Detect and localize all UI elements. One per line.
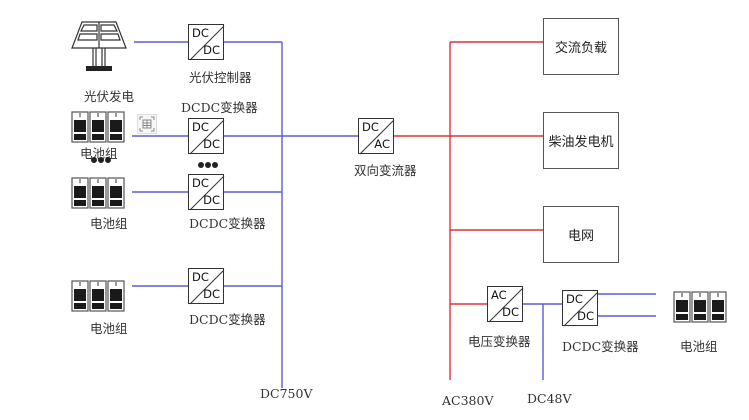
dc750-bus-label: DC750V xyxy=(260,386,313,401)
dcdc4-converter[interactable]: DC DC xyxy=(562,290,599,327)
ac-load-box[interactable]: 交流负载 xyxy=(543,18,619,75)
table-icon[interactable] xyxy=(137,114,157,134)
converter-output-label: DC xyxy=(203,42,220,57)
converter-input-label: DC xyxy=(192,176,209,190)
battery-cell xyxy=(71,177,89,209)
converter-output-label: DC xyxy=(577,308,594,323)
ellipsis-dots-icon xyxy=(198,162,218,168)
converter-input-label: DC xyxy=(362,120,379,134)
battery-cell xyxy=(107,111,125,143)
converter-output-label: DC xyxy=(203,136,220,151)
converter-output-label: DC xyxy=(203,192,220,207)
battery-label-2: 电池组 xyxy=(90,216,128,231)
battery-cell xyxy=(89,111,107,143)
battery-cell xyxy=(709,291,727,323)
converter-input-label: DC xyxy=(566,292,583,306)
converter-input-label: DC xyxy=(192,120,209,134)
pv-label: 光伏发电 xyxy=(84,89,135,104)
battery-bank-icon xyxy=(673,291,729,327)
bidirectional-converter[interactable]: DC AC xyxy=(358,118,395,155)
ac-load-label: 交流负载 xyxy=(554,41,607,56)
battery-label-3: 电池组 xyxy=(90,321,128,336)
battery-cell xyxy=(107,280,125,312)
converter-input-label: DC xyxy=(192,26,209,40)
converter-output-label: DC xyxy=(502,304,519,319)
dcdc2-label: DCDC变换器 xyxy=(189,216,266,231)
grid-label: 电网 xyxy=(567,229,594,244)
ellipsis-dots-icon xyxy=(91,157,111,163)
battery-cell xyxy=(691,291,709,323)
diesel-generator-label: 柴油发电机 xyxy=(548,135,614,150)
converter-output-label: AC xyxy=(374,136,390,151)
dc750-bus xyxy=(132,41,358,388)
dcdc2-converter[interactable]: DC DC xyxy=(188,174,225,211)
battery-label-4: 电池组 xyxy=(680,339,718,354)
voltage-converter-label: 电压变换器 xyxy=(468,334,531,349)
battery-cell xyxy=(71,111,89,143)
battery-cell xyxy=(89,177,107,209)
battery-bank-icon xyxy=(71,280,127,316)
battery-cell xyxy=(71,280,89,312)
dc48-bus xyxy=(523,293,656,380)
ac380-bus xyxy=(394,41,543,380)
ac380-bus-label: AC380V xyxy=(442,393,494,408)
dcdc3-label: DCDC变换器 xyxy=(189,312,266,327)
dc48-bus-label: DC48V xyxy=(527,391,572,406)
converter-input-label: DC xyxy=(192,270,209,284)
pv-controller-converter[interactable]: DC DC xyxy=(188,24,225,61)
dcdc3-converter[interactable]: DC DC xyxy=(188,268,225,305)
pv-controller-label: 光伏控制器 xyxy=(189,70,252,85)
dcdc1-label: DCDC变换器 xyxy=(181,100,258,115)
converter-output-label: DC xyxy=(203,286,220,301)
dcdc1-converter[interactable]: DC DC xyxy=(188,118,225,155)
battery-bank-icon xyxy=(71,177,127,213)
solar-panel-icon xyxy=(71,21,127,71)
converter-input-label: AC xyxy=(491,288,507,302)
battery-cell xyxy=(89,280,107,312)
dcdc4-label: DCDC变换器 xyxy=(562,339,639,354)
voltage-converter[interactable]: AC DC xyxy=(487,286,524,323)
diesel-generator-box[interactable]: 柴油发电机 xyxy=(543,112,619,169)
battery-cell xyxy=(673,291,691,323)
battery-cell xyxy=(107,177,125,209)
grid-box[interactable]: 电网 xyxy=(543,206,619,263)
battery-bank-icon xyxy=(71,111,127,147)
bidirectional-label: 双向变流器 xyxy=(354,163,417,178)
